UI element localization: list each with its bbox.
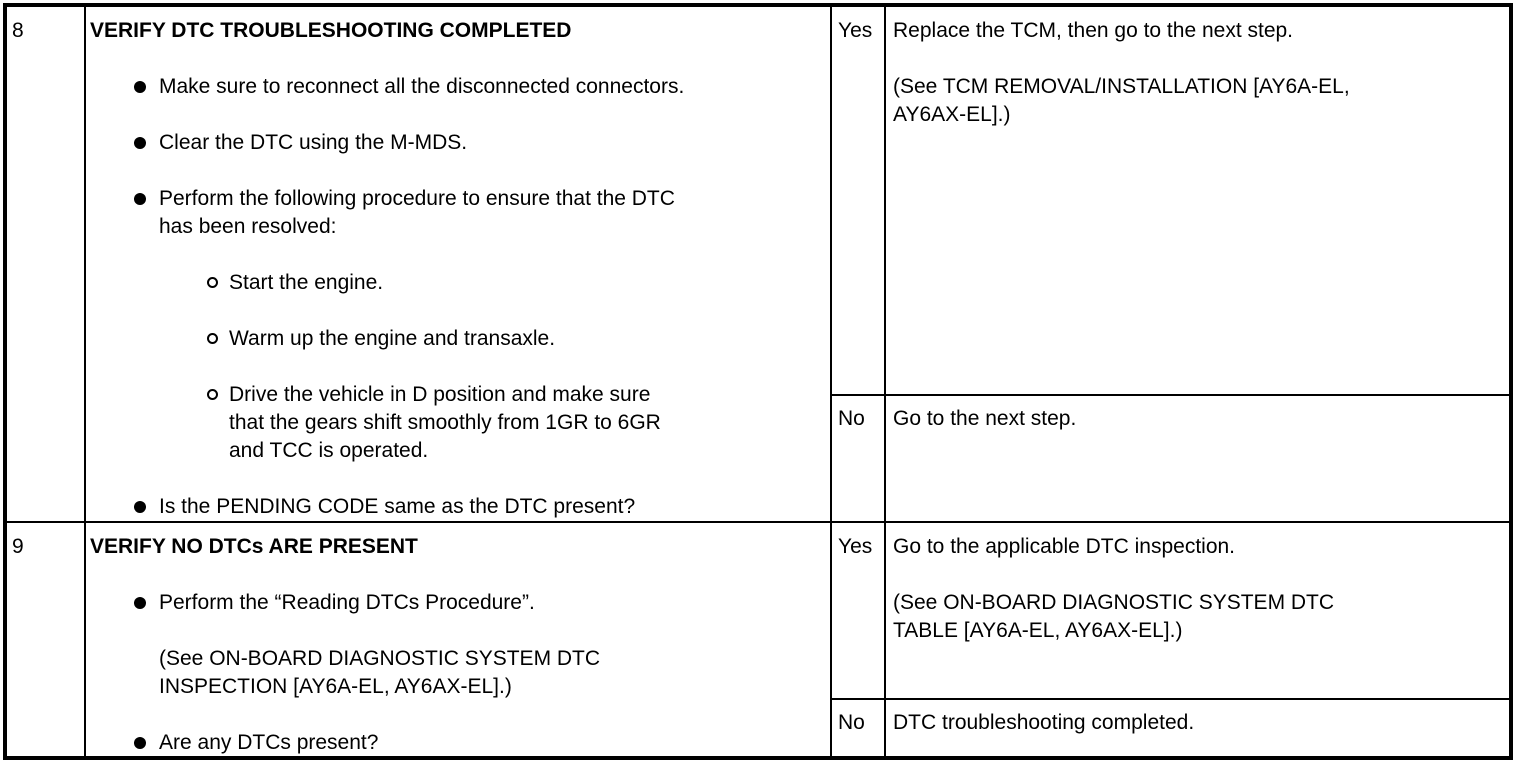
action-line: Warm up the engine and transaxle. xyxy=(229,327,556,350)
action-line: (See ON-BOARD DIAGNOSTIC SYSTEM DTC xyxy=(159,647,601,670)
result-line: TABLE [AY6A-EL, AY6AX-EL].) xyxy=(893,619,1183,642)
action-sub-item: Drive the vehicle in D position and make… xyxy=(90,381,822,465)
action-line: Perform the following procedure to ensur… xyxy=(159,187,675,210)
result-line: AY6AX-EL].) xyxy=(893,103,1011,126)
result-reference: (See TCM REMOVAL/INSTALLATION [AY6A-EL, … xyxy=(893,73,1499,129)
action-line: has been resolved: xyxy=(159,215,337,238)
dtc-troubleshooting-table: 8 VERIFY DTC TROUBLESHOOTING COMPLETED M… xyxy=(3,3,1513,760)
action-line: Perform the “Reading DTCs Procedure”. xyxy=(159,591,535,614)
action-line: Clear the DTC using the M-MDS. xyxy=(159,131,468,154)
action-continuation: (See ON-BOARD DIAGNOSTIC SYSTEM DTC INSP… xyxy=(90,645,822,701)
table-row-step-9: 9 VERIFY NO DTCs ARE PRESENT Perform the… xyxy=(7,523,1509,756)
action-line: and TCC is operated. xyxy=(229,439,429,462)
answer-label: No xyxy=(838,407,865,430)
result-cell: Go to the next step. xyxy=(886,396,1509,521)
action-item: Perform the “Reading DTCs Procedure”. xyxy=(90,589,822,617)
action-item: Clear the DTC using the M-MDS. xyxy=(90,129,822,157)
result-subrow-yes: Yes Go to the applicable DTC inspection.… xyxy=(832,523,1509,700)
action-sub-item: Start the engine. xyxy=(90,269,822,297)
action-line: that the gears shift smoothly from 1GR t… xyxy=(229,411,661,434)
result-subrow-no: No DTC troubleshooting completed. xyxy=(832,700,1509,756)
action-sub-item: Warm up the engine and transaxle. xyxy=(90,325,822,353)
bullet-icon xyxy=(134,137,146,149)
action-line: Make sure to reconnect all the disconnec… xyxy=(159,75,685,98)
result-cell: DTC troubleshooting completed. xyxy=(886,700,1509,756)
step-number-cell: 8 xyxy=(7,7,86,521)
circle-bullet-icon xyxy=(207,389,218,400)
action-title: VERIFY DTC TROUBLESHOOTING COMPLETED xyxy=(90,19,572,42)
action-line: INSPECTION [AY6A-EL, AY6AX-EL].) xyxy=(159,675,512,698)
action-title: VERIFY NO DTCs ARE PRESENT xyxy=(90,535,418,558)
circle-bullet-icon xyxy=(207,333,218,344)
results-column: Yes Replace the TCM, then go to the next… xyxy=(832,7,1509,521)
step-number: 9 xyxy=(12,535,24,558)
result-line: Go to the applicable DTC inspection. xyxy=(893,535,1236,558)
answer-cell: No xyxy=(832,396,886,521)
step-number: 8 xyxy=(12,19,24,42)
result-line: DTC troubleshooting completed. xyxy=(893,711,1195,734)
answer-cell: Yes xyxy=(832,7,886,394)
result-line: Go to the next step. xyxy=(893,407,1077,430)
results-column: Yes Go to the applicable DTC inspection.… xyxy=(832,523,1509,756)
answer-label: No xyxy=(838,711,865,734)
action-line: Start the engine. xyxy=(229,271,384,294)
table-row-step-8: 8 VERIFY DTC TROUBLESHOOTING COMPLETED M… xyxy=(7,7,1509,523)
result-subrow-yes: Yes Replace the TCM, then go to the next… xyxy=(832,7,1509,396)
bullet-icon xyxy=(134,193,146,205)
result-cell: Go to the applicable DTC inspection. (Se… xyxy=(886,523,1509,698)
bullet-icon xyxy=(134,501,146,513)
action-item: Are any DTCs present? xyxy=(90,729,822,757)
result-subrow-no: No Go to the next step. xyxy=(832,396,1509,521)
result-line: (See ON-BOARD DIAGNOSTIC SYSTEM DTC xyxy=(893,591,1335,614)
action-line: Are any DTCs present? xyxy=(159,731,379,754)
bullet-icon xyxy=(134,737,146,749)
bullet-icon xyxy=(134,597,146,609)
step-number-cell: 9 xyxy=(7,523,86,756)
result-line: (See TCM REMOVAL/INSTALLATION [AY6A-EL, xyxy=(893,75,1350,98)
circle-bullet-icon xyxy=(207,277,218,288)
action-cell: VERIFY DTC TROUBLESHOOTING COMPLETED Mak… xyxy=(86,7,832,521)
answer-cell: Yes xyxy=(832,523,886,698)
action-line: Drive the vehicle in D position and make… xyxy=(229,383,651,406)
action-cell: VERIFY NO DTCs ARE PRESENT Perform the “… xyxy=(86,523,832,756)
action-item: Make sure to reconnect all the disconnec… xyxy=(90,73,822,101)
answer-label: Yes xyxy=(838,535,873,558)
answer-label: Yes xyxy=(838,19,873,42)
result-cell: Replace the TCM, then go to the next ste… xyxy=(886,7,1509,394)
answer-cell: No xyxy=(832,700,886,756)
bullet-icon xyxy=(134,81,146,93)
result-line: Replace the TCM, then go to the next ste… xyxy=(893,19,1294,42)
action-item: Is the PENDING CODE same as the DTC pres… xyxy=(90,493,822,521)
action-line: Is the PENDING CODE same as the DTC pres… xyxy=(159,495,636,518)
action-item: Perform the following procedure to ensur… xyxy=(90,185,822,241)
result-reference: (See ON-BOARD DIAGNOSTIC SYSTEM DTC TABL… xyxy=(893,589,1499,645)
